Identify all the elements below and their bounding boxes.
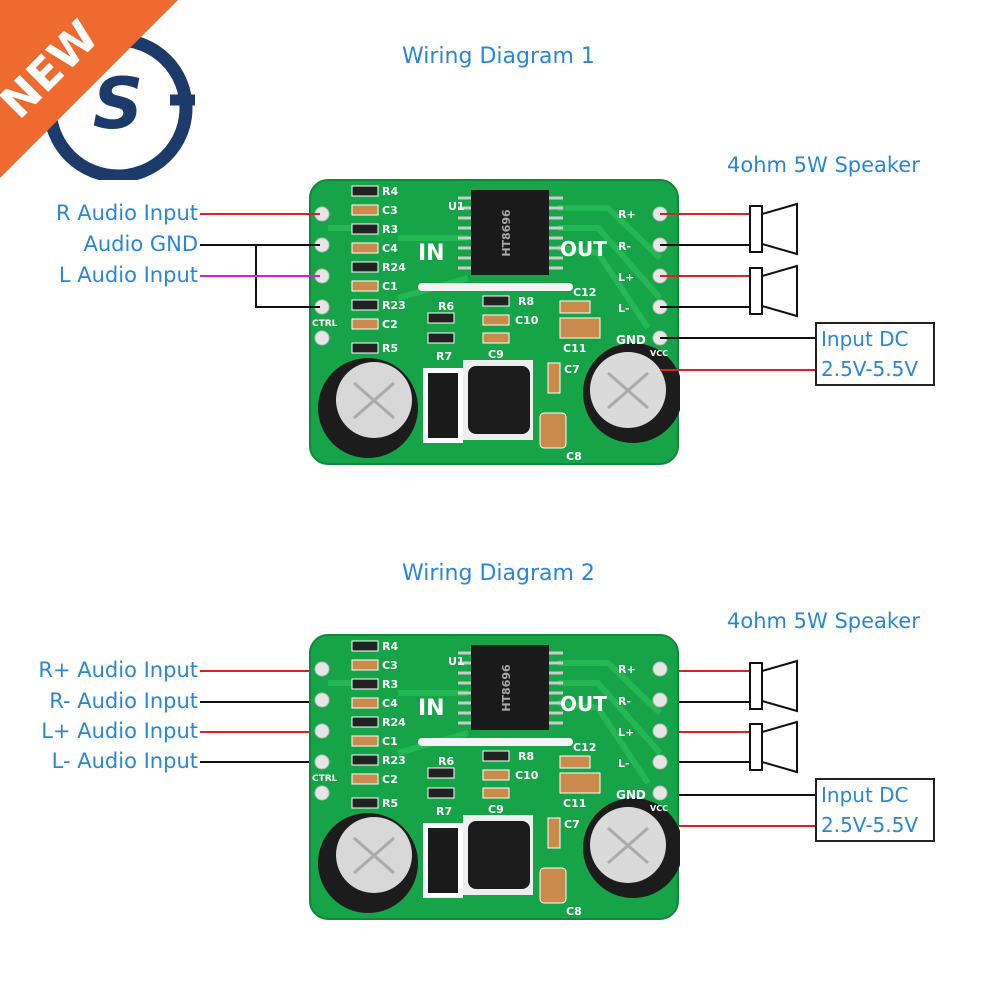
component-label: C3 — [382, 204, 398, 217]
input-label: L+ Audio Input — [41, 719, 198, 743]
component-label: C11 — [563, 342, 586, 355]
input-label: L Audio Input — [58, 263, 198, 287]
pin-label: L+ — [618, 726, 634, 739]
input-label: R Audio Input — [55, 201, 198, 225]
component-label: R3 — [382, 223, 398, 236]
component-label: C2 — [382, 773, 398, 786]
out-label: OUT — [560, 237, 607, 261]
component-label: R23 — [382, 299, 406, 312]
wire-gnd — [200, 244, 320, 308]
component-label: R8 — [518, 750, 534, 763]
speaker-label: 4ohm 5W Speaker — [727, 609, 920, 633]
component-label: C4 — [382, 242, 398, 255]
gnd-label: GND — [616, 788, 646, 802]
component-label: C10 — [515, 769, 539, 782]
component-label: C4 — [382, 697, 398, 710]
component-label: U1 — [448, 200, 465, 213]
input-label: Audio GND — [83, 232, 198, 256]
pin-label: L- — [618, 757, 630, 770]
component-label: U1 — [448, 655, 465, 668]
component-label: C8 — [566, 905, 582, 918]
component-label: R4 — [382, 185, 398, 198]
component-label: R4 — [382, 640, 398, 653]
diagram-2-title: Wiring Diagram 2 — [402, 561, 595, 586]
power-input-box: Input DC 2.5V-5.5V — [815, 322, 935, 386]
out-label: OUT — [560, 692, 607, 716]
amplifier-board-image: HT8696 IN OUT GND VCC CTRL R+ R- L+ L- U… — [309, 634, 683, 920]
component-label: C1 — [382, 280, 398, 293]
component-label: C9 — [488, 348, 504, 361]
board-2: HT8696 IN OUT GND VCC CTRL R+ R- L+ L- U… — [308, 633, 683, 927]
speaker-icon — [749, 264, 798, 318]
in-label: IN — [418, 241, 445, 266]
power-label: Input DC — [821, 327, 909, 351]
amplifier-board-image: HT8696 IN OUT GND VCC CTRL R+ R- L+ L- U… — [309, 179, 683, 465]
component-label: R5 — [382, 342, 398, 355]
speaker-icon — [749, 720, 798, 774]
component-label: C7 — [564, 818, 580, 831]
component-label: C9 — [488, 803, 504, 816]
component-label: C3 — [382, 659, 398, 672]
component-label: R3 — [382, 678, 398, 691]
power-input-box: Input DC 2.5V-5.5V — [815, 778, 935, 842]
speaker-icon — [749, 659, 798, 713]
pin-label: R+ — [618, 208, 636, 221]
component-label: R23 — [382, 754, 406, 767]
component-label: C12 — [573, 741, 596, 754]
component-label: R7 — [436, 805, 452, 818]
power-label: Input DC — [821, 783, 909, 807]
component-label: R7 — [436, 350, 452, 363]
diagram-1-title: Wiring Diagram 1 — [402, 44, 595, 69]
input-label: L- Audio Input — [51, 749, 198, 773]
component-label: R6 — [438, 755, 454, 768]
component-label: C8 — [566, 450, 582, 463]
ctrl-label: CTRL — [312, 319, 338, 329]
component-label: R5 — [382, 797, 398, 810]
vcc-label: VCC — [650, 804, 668, 813]
chip-marking: HT8696 — [500, 209, 513, 257]
ctrl-label: CTRL — [312, 774, 338, 784]
component-label: R24 — [382, 716, 406, 729]
component-label: R24 — [382, 261, 406, 274]
input-label: R+ Audio Input — [38, 658, 198, 682]
component-label: C7 — [564, 363, 580, 376]
brand-logo: S NEW — [0, 0, 195, 180]
pin-label: R- — [618, 695, 631, 708]
component-label: R6 — [438, 300, 454, 313]
pin-label: R- — [618, 240, 631, 253]
component-label: C10 — [515, 314, 539, 327]
component-label: C12 — [573, 286, 596, 299]
component-label: C11 — [563, 797, 586, 810]
speaker-icon — [749, 202, 798, 256]
board-1: HT8696 IN OUT GND VCC CTRL R+ R- L+ L- U… — [308, 178, 683, 472]
component-label: R8 — [518, 295, 534, 308]
chip-marking: HT8696 — [500, 664, 513, 712]
pin-label: R+ — [618, 663, 636, 676]
speaker-label: 4ohm 5W Speaker — [727, 153, 920, 177]
voltage-label: 2.5V-5.5V — [821, 357, 919, 381]
in-label: IN — [418, 696, 445, 721]
vcc-label: VCC — [650, 349, 668, 358]
component-label: C2 — [382, 318, 398, 331]
pin-label: L+ — [618, 271, 634, 284]
pin-label: L- — [618, 302, 630, 315]
input-label: R- Audio Input — [49, 689, 198, 713]
gnd-label: GND — [616, 333, 646, 347]
voltage-label: 2.5V-5.5V — [821, 813, 919, 837]
component-label: C1 — [382, 735, 398, 748]
